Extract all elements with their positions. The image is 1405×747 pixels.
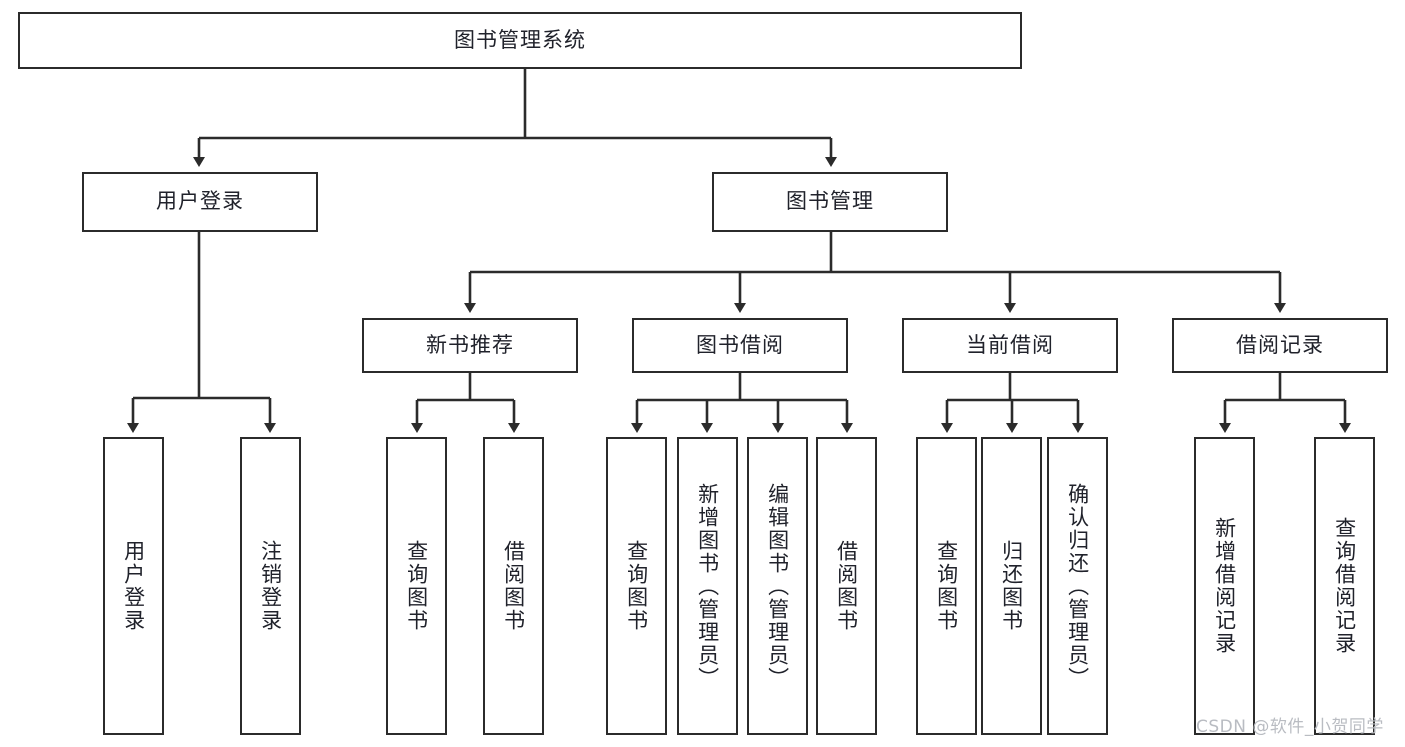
leaf-borrow-book[interactable]: 借阅图书 [816, 437, 877, 735]
leaf-add-borrow-record[interactable]: 新增借阅记录 [1194, 437, 1255, 735]
leaf-query-book-borrow[interactable]: 查询图书 [606, 437, 667, 735]
node-label: 查询借阅记录 [1332, 517, 1357, 655]
node-label: 编辑图书（管理员） [765, 482, 790, 690]
node-label: 查询图书 [404, 540, 429, 632]
node-user-login[interactable]: 用户登录 [82, 172, 318, 232]
node-label: 图书借阅 [696, 332, 784, 357]
leaf-confirm-return-admin[interactable]: 确认归还（管理员） [1047, 437, 1108, 735]
node-label: 注销登录 [258, 540, 283, 632]
node-borrow-record[interactable]: 借阅记录 [1172, 318, 1388, 373]
leaf-return-book[interactable]: 归还图书 [981, 437, 1042, 735]
node-label: 确认归还（管理员） [1065, 482, 1090, 690]
node-book-borrow[interactable]: 图书借阅 [632, 318, 848, 373]
watermark-text: CSDN @软件_小贺同学 [1196, 717, 1384, 737]
node-label: 图书管理系统 [454, 27, 586, 52]
node-label: 查询图书 [934, 540, 959, 632]
node-label: 归还图书 [999, 540, 1024, 632]
node-book-management[interactable]: 图书管理 [712, 172, 948, 232]
node-current-borrow[interactable]: 当前借阅 [902, 318, 1118, 373]
node-label: 借阅图书 [834, 540, 859, 632]
leaf-query-book-current[interactable]: 查询图书 [916, 437, 977, 735]
leaf-logout[interactable]: 注销登录 [240, 437, 301, 735]
node-label: 当前借阅 [966, 332, 1054, 357]
node-label: 图书管理 [786, 189, 874, 214]
leaf-query-book-recommend[interactable]: 查询图书 [386, 437, 447, 735]
node-label: 新增借阅记录 [1212, 517, 1237, 655]
node-label: 新书推荐 [426, 332, 514, 357]
node-label: 新增图书（管理员） [695, 482, 720, 690]
node-new-book-recommend[interactable]: 新书推荐 [362, 318, 578, 373]
node-label: 查询图书 [624, 540, 649, 632]
leaf-borrow-book-recommend[interactable]: 借阅图书 [483, 437, 544, 735]
leaf-query-borrow-record[interactable]: 查询借阅记录 [1314, 437, 1375, 735]
leaf-add-book-admin[interactable]: 新增图书（管理员） [677, 437, 738, 735]
node-label: 借阅图书 [501, 540, 526, 632]
node-label: 借阅记录 [1236, 332, 1324, 357]
leaf-edit-book-admin[interactable]: 编辑图书（管理员） [747, 437, 808, 735]
node-label: 用户登录 [121, 540, 146, 632]
node-root-system[interactable]: 图书管理系统 [18, 12, 1022, 69]
leaf-user-login[interactable]: 用户登录 [103, 437, 164, 735]
node-label: 用户登录 [156, 189, 244, 214]
